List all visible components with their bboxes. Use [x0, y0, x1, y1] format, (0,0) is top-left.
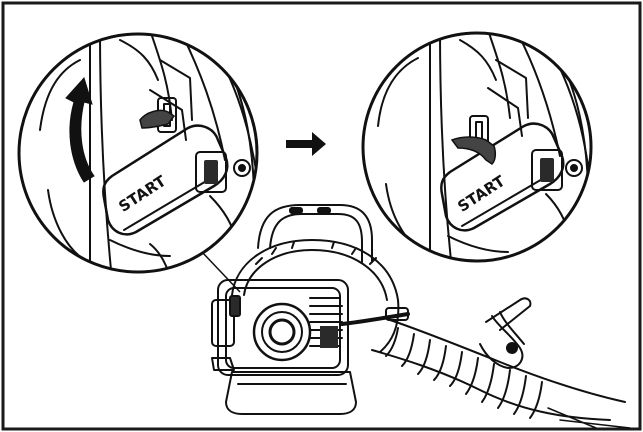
callout-after: START [361, 31, 593, 263]
fan-housing [231, 239, 400, 353]
curved-arrow-icon [65, 77, 95, 183]
choke-lever [450, 136, 497, 165]
engine-body [217, 279, 349, 376]
start-arm [102, 124, 229, 236]
callout-before: START [17, 32, 259, 274]
choke-lever [139, 109, 176, 129]
start-arm [440, 122, 565, 232]
callout-leader [201, 251, 241, 293]
right-arrow-icon [286, 132, 326, 156]
blower-machine [211, 204, 631, 429]
throttle-handle [479, 297, 532, 369]
back-frame [257, 204, 373, 263]
fuel-tank [225, 371, 357, 415]
blower-tube [371, 319, 626, 421]
